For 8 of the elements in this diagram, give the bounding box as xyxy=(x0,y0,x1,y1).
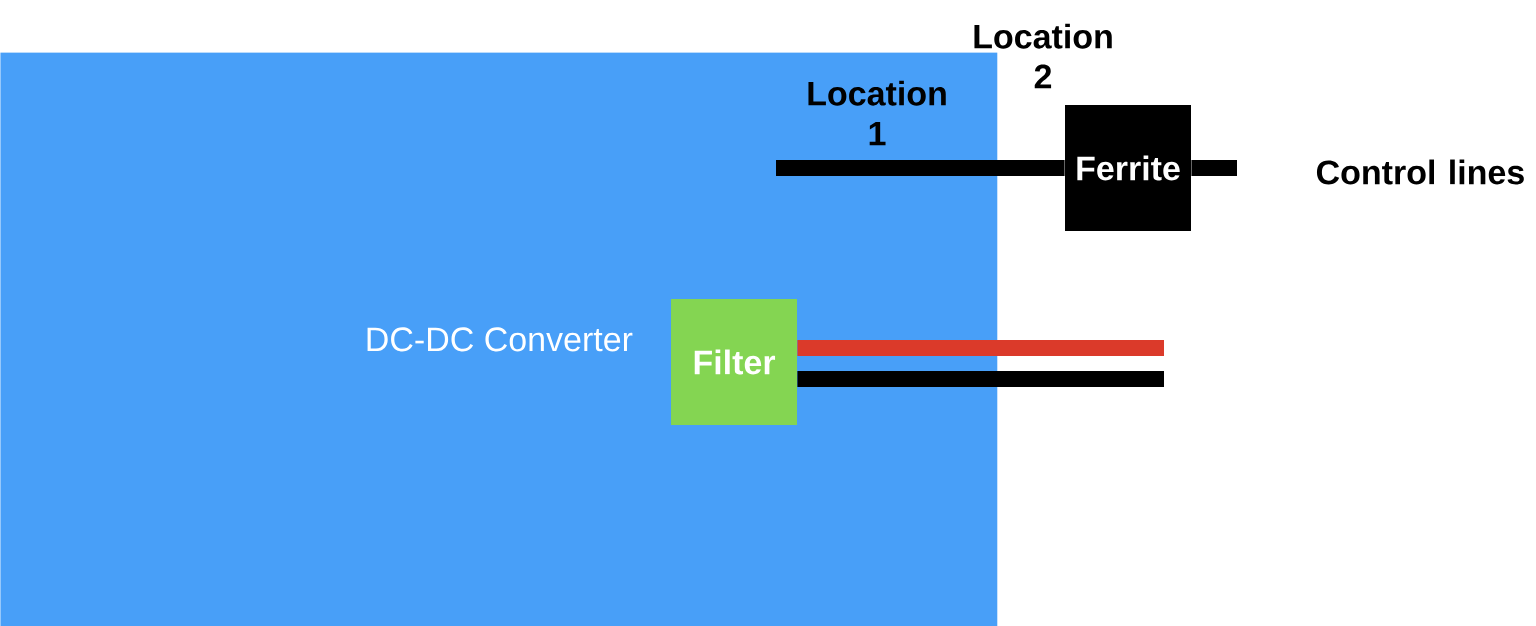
wire xyxy=(797,340,1164,356)
wire xyxy=(797,371,1164,387)
filter-box: Filter xyxy=(671,299,797,425)
wire xyxy=(776,160,1065,176)
wire xyxy=(1191,160,1237,176)
label: Location 1 xyxy=(808,80,946,146)
label: Control lines xyxy=(1316,159,1524,185)
ferrite-box: Ferrite xyxy=(1065,105,1191,231)
